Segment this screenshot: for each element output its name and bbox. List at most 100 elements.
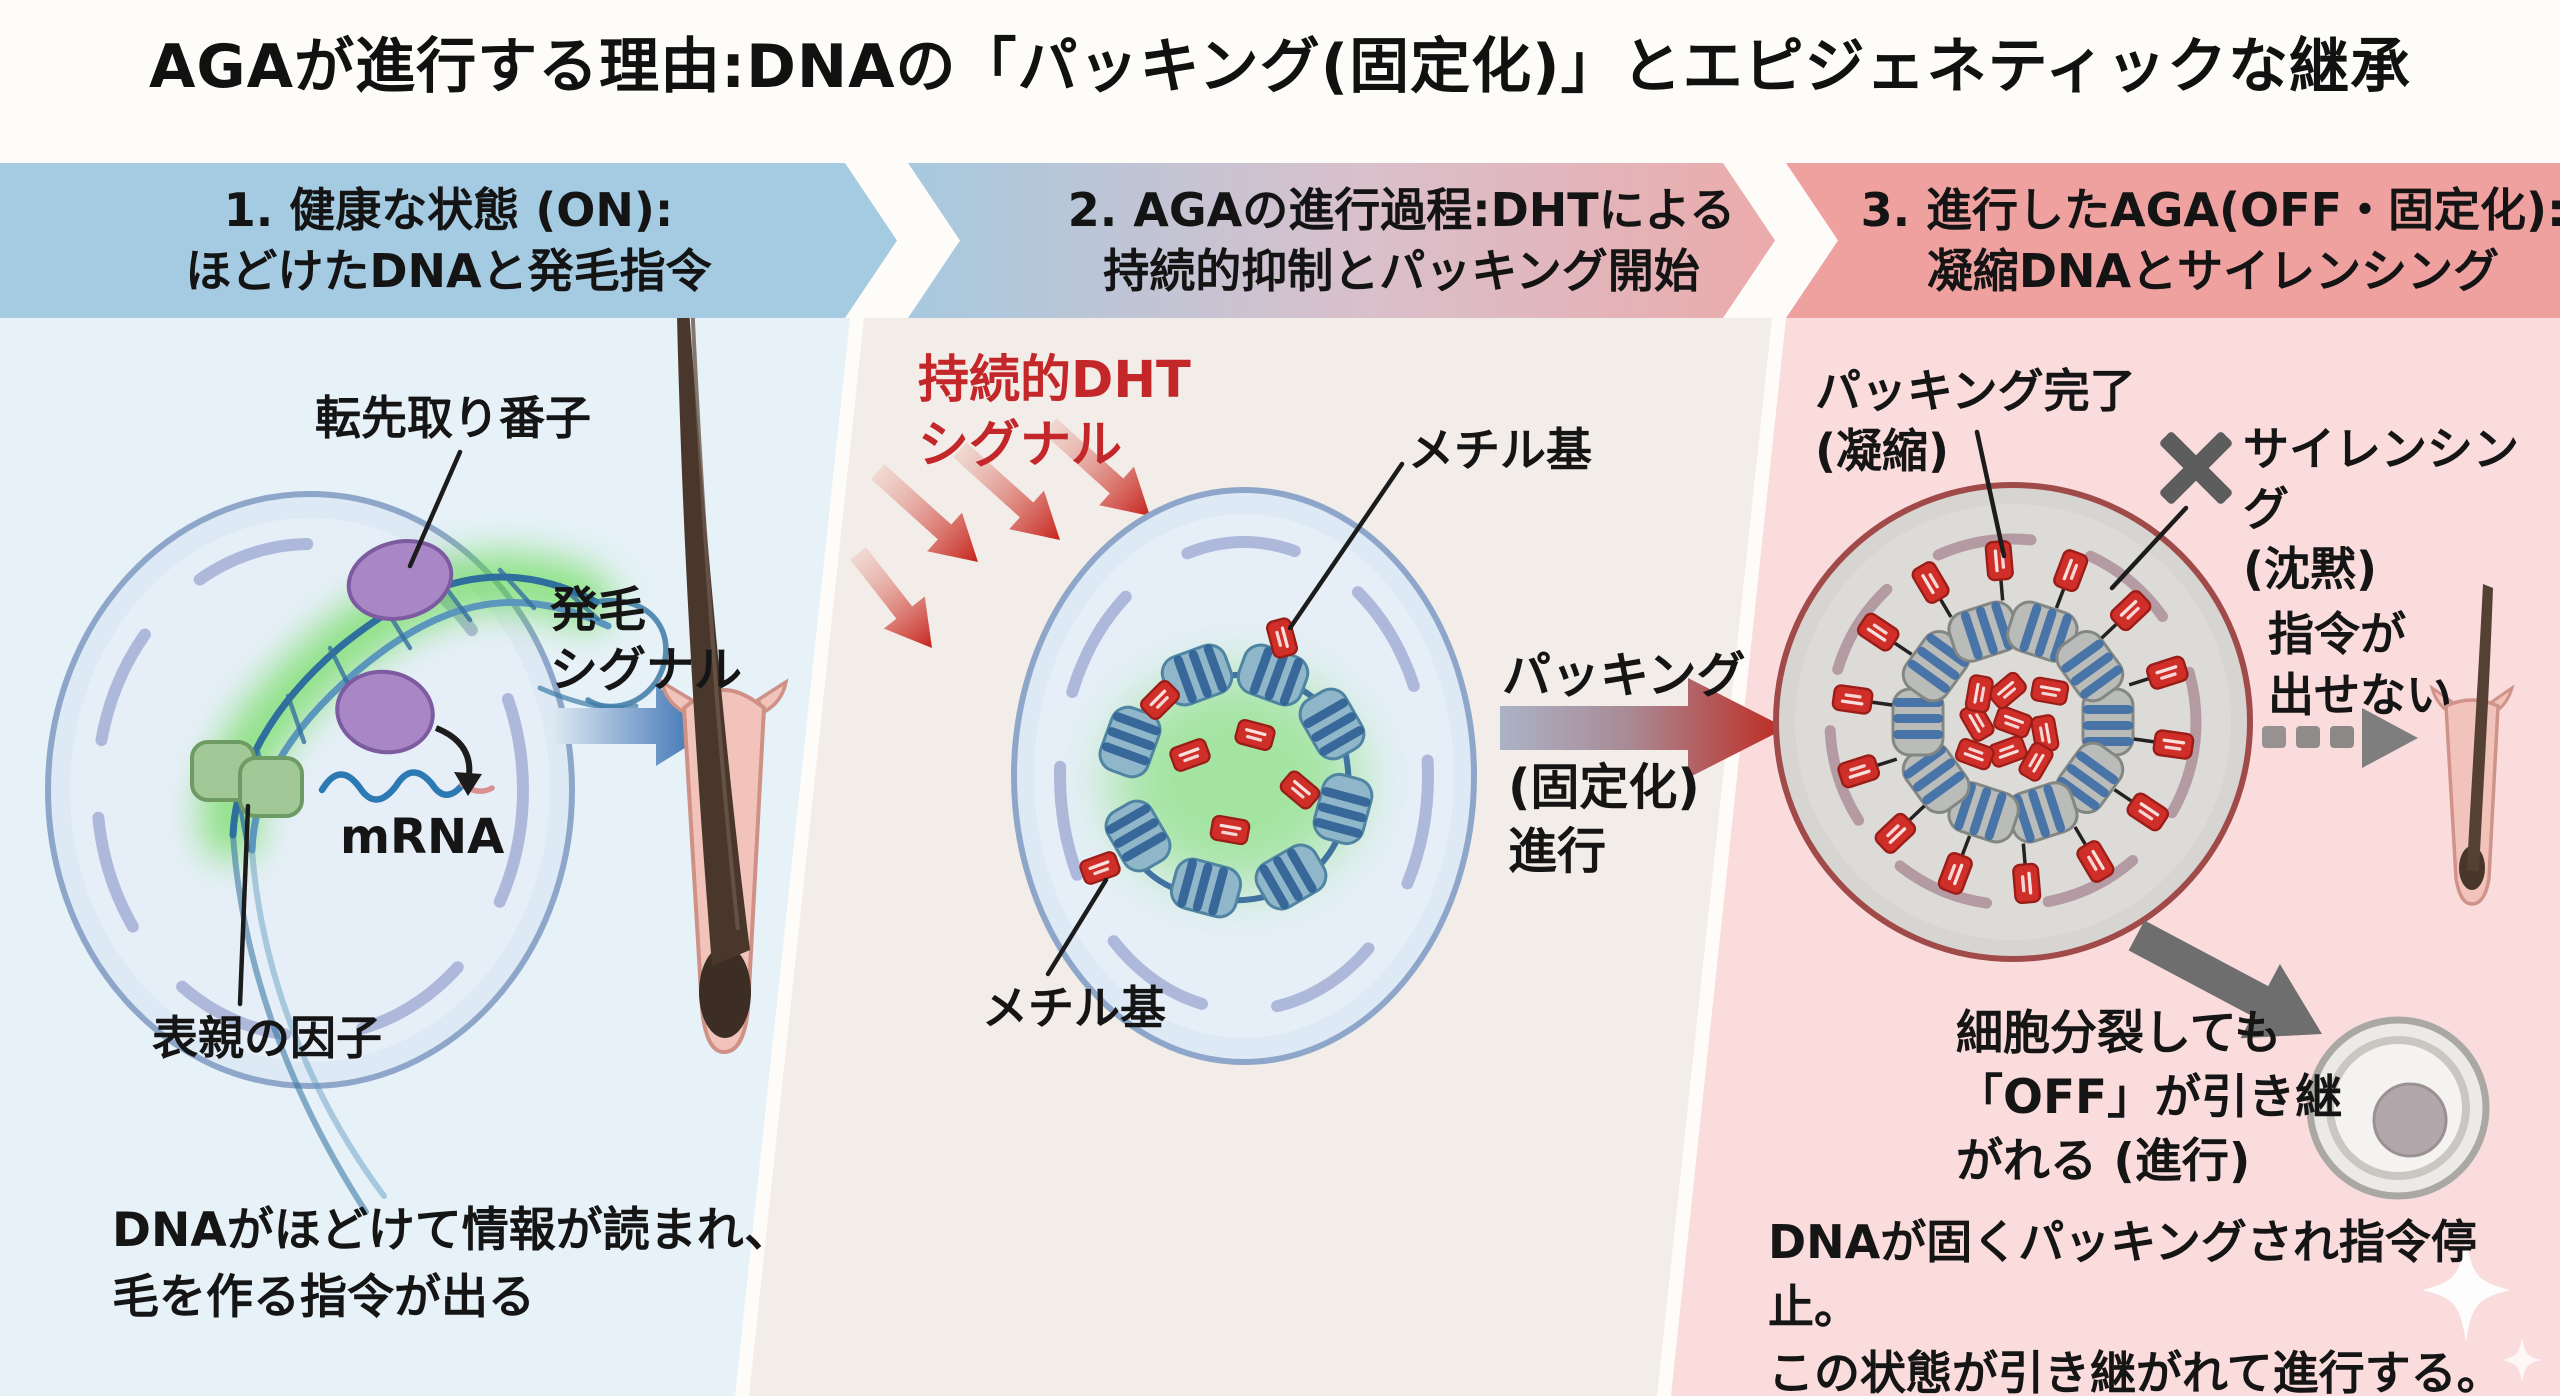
methyl-stick	[2054, 588, 2066, 609]
packing-cell	[1011, 487, 1477, 1065]
nucleosome	[1901, 741, 1971, 814]
methyl-tags-center	[1954, 671, 2070, 782]
methyl-tag	[2012, 862, 2042, 905]
healthy-cell	[45, 491, 669, 1215]
nuclear-envelope-dashed	[1824, 533, 2202, 911]
methyl-tags-outer	[1831, 539, 2195, 905]
packing-sub-label: (固定化) 進行	[1508, 759, 1700, 880]
methyl-stick	[1893, 641, 1913, 656]
methyl-tag	[1169, 738, 1211, 772]
methyl-stick	[2073, 826, 2087, 846]
methyl-stick	[1999, 580, 2005, 601]
panel1-caption: DNAがほどけて情報が読まれ、 毛を作る指令が出る	[112, 1203, 792, 1325]
methyl-tag	[1234, 718, 1276, 752]
sparkle-icon	[2422, 1238, 2542, 1382]
panel3-header: 3. 進行したAGA(OFF・固定化): 凝縮DNAとサイレンシング	[1786, 163, 2560, 318]
miniaturized-hair	[2429, 584, 2515, 906]
nuclear-envelope-dashed	[1054, 536, 1434, 1016]
no-command-label: 指令が 出せない	[2268, 607, 2452, 722]
condensed-nucleosome-ring	[1891, 600, 2135, 844]
packing-arrow	[1500, 678, 1786, 778]
methyl-stick	[2113, 788, 2133, 803]
methyl-tag	[1988, 671, 2027, 710]
mrna-label: mRNA	[340, 809, 505, 865]
packing-done-label: パッキング完了 (凝縮)	[1815, 364, 2136, 478]
methyl-tag	[1954, 738, 1995, 771]
panel3-caption: DNAが固くパッキングされ指令停止。 この状態が引き継がれて進行する。 不可逆的…	[1768, 1215, 2503, 1396]
methyl-tag	[2053, 549, 2089, 593]
x-mark-icon	[2160, 432, 2232, 504]
methyl-tag	[1984, 539, 2014, 582]
panel1-header: 1. 健康な状態 (ON): ほどけたDNAと発毛指令	[0, 163, 897, 318]
activation-glow	[1110, 672, 1360, 888]
methyl-stick	[2128, 677, 2149, 687]
nucleosome	[2055, 741, 2125, 814]
nucleosome	[1298, 687, 1366, 761]
methyl-tag	[2152, 729, 2195, 760]
methyl-tag	[2126, 792, 2170, 832]
panel2-header: 2. AGAの進行過程:DHTによる 持続的抑制とパッキング開始	[908, 163, 1775, 318]
dht-signal-label: 持続的DHT シグナル	[918, 351, 1191, 476]
epigenetic-factor-shape	[238, 756, 304, 818]
methyl-label-top: メチル基	[1408, 423, 1592, 477]
nuclear-envelope-dashed	[91, 538, 529, 1042]
inheritance-arrow	[2128, 920, 2322, 1039]
methyl-stick	[1908, 804, 1926, 821]
methyl-tag	[1831, 684, 1874, 715]
nucleosome	[1254, 843, 1328, 911]
methyl-tag	[1964, 674, 1994, 714]
nucleosome-chain	[1098, 643, 1374, 919]
nucleosome	[1104, 799, 1172, 873]
healthy-hair	[659, 266, 789, 1055]
nucleosome	[1098, 705, 1162, 779]
methyl-tag	[2109, 590, 2152, 632]
nucleosome	[1236, 643, 1310, 707]
growth-signal-label: 発毛 シグナル	[550, 582, 743, 699]
methyl-tag	[2076, 840, 2115, 883]
methyl-stick	[1960, 835, 1972, 856]
methyl-tag	[1993, 705, 2033, 739]
methyl-tag	[1911, 561, 1950, 604]
condensed-cell	[1773, 482, 2253, 962]
page-title: AGAが進行する理由:DNAの「パッキング(固定化)」とエピジェネティックな継承	[148, 32, 2411, 102]
packing-label: パッキング	[1502, 647, 1746, 704]
methyl-tag	[1837, 754, 1881, 789]
daughter-cell	[2306, 1016, 2490, 1200]
methyl-tag	[1874, 812, 1917, 854]
methyl-tag	[1279, 770, 1321, 810]
dht-arrows	[850, 418, 1150, 648]
leader-lines	[237, 429, 2189, 1007]
methyl-tag	[1140, 680, 1180, 720]
transcription-factor-blob	[346, 539, 454, 621]
methyl-tag	[1937, 851, 1973, 895]
nucleosome	[2006, 781, 2079, 844]
nucleosome	[1312, 772, 1374, 846]
methyl-tag	[2030, 676, 2070, 706]
transcription-factor-blob	[335, 669, 435, 755]
nucleosome	[1160, 643, 1234, 707]
methyl-stick	[1872, 700, 1893, 707]
blocked-signal-arrow	[2262, 708, 2418, 768]
mrna-strand	[318, 769, 468, 803]
methyl-tag	[1209, 814, 1251, 846]
nucleosome	[1169, 857, 1243, 919]
transcription-arrowhead	[454, 772, 482, 796]
methyl-tags-forming	[1079, 617, 1321, 885]
methyl-stick	[1877, 757, 1898, 767]
methyl-tag-sticks	[1872, 580, 2154, 864]
methyl-tag	[1856, 612, 1900, 652]
methyl-tag	[1987, 735, 2028, 768]
methyl-stick	[2021, 843, 2027, 864]
nucleosome	[1891, 687, 1945, 757]
nucleosome	[2055, 630, 2125, 703]
methyl-stick	[1939, 598, 1953, 618]
methyl-label-bottom: メチル基	[982, 981, 1166, 1035]
methyl-tag	[2018, 742, 2054, 782]
methyl-tag	[1079, 851, 1121, 885]
inheritance-label: 細胞分裂しても 「OFF」が引き継 がれる (進行)	[1956, 1006, 2343, 1189]
epigenetic-factor-label: 表親の因子	[152, 1011, 382, 1065]
methyl-tag	[2145, 655, 2189, 690]
transcription-factor-label: 転先取り番子	[315, 391, 591, 445]
